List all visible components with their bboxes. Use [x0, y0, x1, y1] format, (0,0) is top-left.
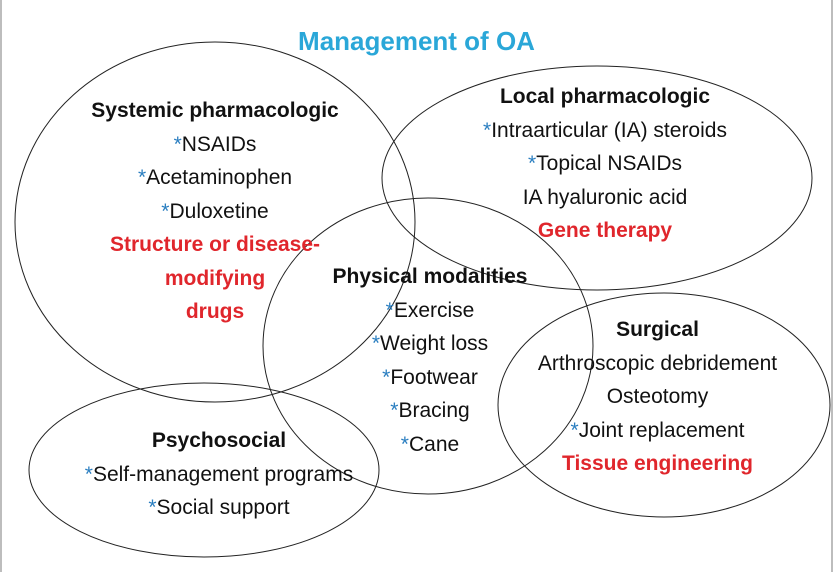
list-item: Osteotomy	[606, 385, 709, 408]
group-systemic-pharmacologic: Systemic pharmacologic *NSAIDs *Acetamin…	[60, 94, 370, 329]
group-heading: Surgical	[616, 318, 699, 341]
diagram-title: Management of OA	[298, 26, 535, 56]
emphasis-item: modifying	[164, 266, 266, 290]
asterisk-marker: *	[173, 132, 182, 156]
ellipse-local	[381, 65, 813, 291]
ellipse-psychosocial	[28, 382, 380, 558]
asterisk-marker: *	[385, 298, 394, 322]
asterisk-marker: *	[371, 332, 380, 355]
group-psychosocial: Psychosocial *Self-management programs *…	[44, 424, 394, 525]
group-surgical: Surgical Arthroscopic debridement Osteot…	[505, 313, 810, 481]
ellipse-systemic	[14, 41, 416, 403]
list-item: *Weight loss	[371, 332, 489, 355]
list-item: *Acetaminophen	[137, 166, 293, 189]
list-item: IA hyaluronic acid	[522, 185, 688, 209]
list-item: *Intraarticular (IA) steroids	[483, 118, 727, 142]
group-heading: Physical modalities	[332, 265, 528, 288]
asterisk-marker: *	[527, 152, 537, 175]
list-item: Arthroscopic debridement	[537, 351, 778, 375]
group-heading: Systemic pharmacologic	[91, 99, 339, 122]
asterisk-marker: *	[84, 462, 93, 486]
list-item: *NSAIDs	[173, 132, 257, 156]
asterisk-marker: *	[148, 496, 157, 519]
list-item: *Exercise	[385, 298, 475, 322]
emphasis-item: Structure or disease-	[109, 233, 321, 256]
group-physical-modalities: Physical modalities *Exercise *Weight lo…	[300, 260, 560, 461]
list-item: *Self-management programs	[84, 462, 354, 486]
emphasis-item: Tissue engineering	[562, 452, 753, 475]
list-item: *Bracing	[390, 399, 470, 422]
group-local-pharmacologic: Local pharmacologic *Intraarticular (IA)…	[440, 80, 770, 248]
asterisk-marker: *	[400, 432, 409, 456]
ellipse-surgical	[497, 292, 831, 518]
list-item: *Footwear	[382, 365, 478, 389]
list-item: *Topical NSAIDs	[527, 152, 683, 175]
asterisk-marker: *	[483, 118, 492, 142]
emphasis-item: Gene therapy	[537, 219, 673, 242]
ellipse-physical	[262, 197, 594, 495]
asterisk-marker: *	[161, 199, 170, 223]
asterisk-marker: *	[390, 399, 399, 422]
list-item: *Cane	[400, 432, 460, 456]
list-item: *Social support	[148, 496, 290, 519]
group-heading: Local pharmacologic	[499, 85, 711, 108]
emphasis-item: drugs	[185, 300, 245, 323]
asterisk-marker: *	[382, 365, 391, 389]
asterisk-marker: *	[570, 418, 579, 442]
list-item: *Joint replacement	[570, 418, 745, 442]
group-heading: Psychosocial	[151, 429, 287, 452]
asterisk-marker: *	[137, 166, 147, 189]
list-item: *Duloxetine	[161, 199, 269, 223]
